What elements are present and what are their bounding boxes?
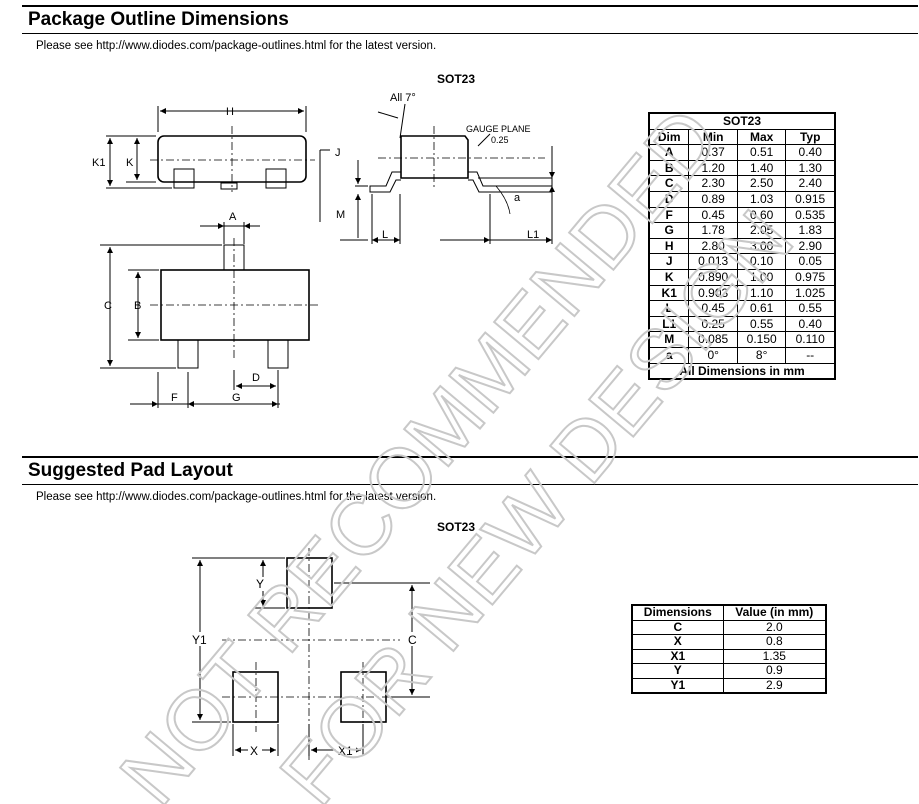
pad-label-Y1: Y1 <box>192 633 207 647</box>
value-cell: 2.05 <box>736 222 787 239</box>
dim-label-A: A <box>229 211 237 223</box>
outline-note: Please see http://www.diodes.com/package… <box>36 40 437 52</box>
section-title-outline: Package Outline Dimensions <box>28 9 289 30</box>
value-cell: 0.55 <box>736 315 787 333</box>
value-cell: 0.903 <box>688 284 738 302</box>
dim-cell: Y1 <box>631 677 724 694</box>
dim-label-gauge-val: 0.25 <box>491 135 509 145</box>
dim-label-G: G <box>232 392 241 404</box>
value-cell: 2.50 <box>736 175 787 192</box>
value-cell: 1.83 <box>785 222 836 239</box>
pad-package-label: SOT23 <box>437 520 476 534</box>
pad-label-C: C <box>408 633 417 647</box>
value-cell: 0.890 <box>688 268 738 286</box>
value-cell: 2.30 <box>688 175 738 192</box>
value-cell: 2.80 <box>688 237 738 255</box>
dim-label-D: D <box>252 372 260 384</box>
value-cell: 2.9 <box>722 677 827 694</box>
value-cell: 1.30 <box>785 159 836 177</box>
side-view-body <box>400 135 469 179</box>
dim-label-all: All 7° <box>390 92 416 104</box>
section-rule-bottom <box>22 33 918 34</box>
value-cell: 0.25 <box>688 315 738 333</box>
value-cell: 1.40 <box>736 159 787 177</box>
top-view-lead-right <box>265 168 287 189</box>
pad-label-Y: Y <box>256 577 264 591</box>
value-cell: 0.37 <box>688 144 738 161</box>
value-cell: 2.0 <box>722 619 827 635</box>
front-view-lead-left <box>177 339 199 369</box>
value-cell: 0.10 <box>736 253 787 270</box>
outline-header-max: Max <box>736 128 787 146</box>
pad-top <box>286 557 333 609</box>
dim-label-L1: L1 <box>527 229 539 241</box>
dim-label-gauge: GAUGE PLANE <box>466 124 531 134</box>
value-cell: 0.013 <box>688 253 738 270</box>
value-cell: 0.05 <box>785 253 836 270</box>
dim-label-L: L <box>382 229 388 241</box>
outline-table-footer: All Dimensions in mm <box>648 362 836 380</box>
pad-label-X: X <box>250 744 258 758</box>
section-rule-top <box>22 5 918 7</box>
dim-cell: X1 <box>631 648 724 664</box>
value-cell: 1.03 <box>736 190 787 208</box>
dim-label-J: J <box>335 147 341 159</box>
value-cell: 3.00 <box>736 237 787 255</box>
section-title-pad: Suggested Pad Layout <box>28 460 233 481</box>
dim-label-H: H <box>226 106 234 118</box>
top-view-lead-left <box>173 168 195 189</box>
pad-header-value: Value (in mm) <box>722 604 827 621</box>
value-cell: 0.975 <box>785 268 836 286</box>
value-cell: 0.9 <box>722 663 827 679</box>
dim-label-B: B <box>134 300 141 312</box>
dim-label-M: M <box>336 209 345 221</box>
value-cell: 0.40 <box>785 315 836 333</box>
value-cell: 2.90 <box>785 237 836 255</box>
pad-note: Please see http://www.diodes.com/package… <box>36 491 437 503</box>
section-rule-top <box>22 456 918 458</box>
dim-label-F: F <box>171 392 178 404</box>
dim-label-K1: K1 <box>92 157 105 169</box>
dim-label-C: C <box>104 300 112 312</box>
side-view-lead-left <box>369 171 401 193</box>
outline-package-label: SOT23 <box>437 72 476 86</box>
pad-header-dimensions: Dimensions <box>631 604 724 621</box>
front-view-lead-right <box>267 339 289 369</box>
pad-label-X1: X1 <box>338 744 353 758</box>
value-cell: 1.00 <box>736 268 787 286</box>
dim-cell: L1 <box>648 315 690 333</box>
top-view-lead-center <box>220 182 238 190</box>
value-cell: 1.20 <box>688 159 738 177</box>
dim-label-a: a <box>514 192 521 204</box>
section-rule-bottom <box>22 484 918 485</box>
outline-table-caption: SOT23 <box>648 112 836 130</box>
dim-label-K: K <box>126 157 134 169</box>
